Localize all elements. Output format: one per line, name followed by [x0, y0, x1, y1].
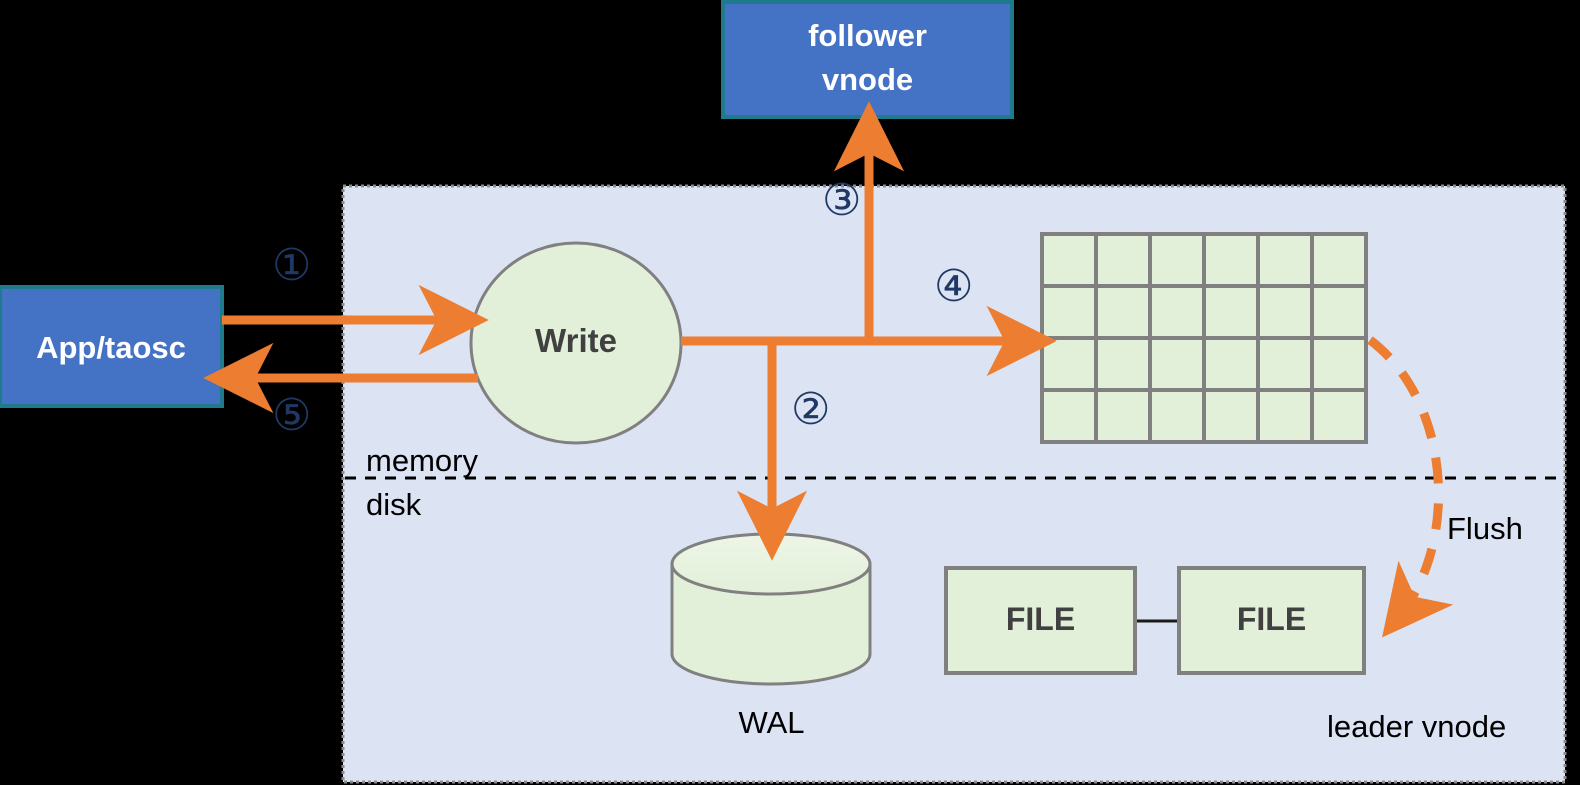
step-number-5: ⑤ [272, 391, 312, 440]
wal-cylinder [670, 532, 872, 686]
step-number-2: ② [791, 385, 831, 434]
wal-caption: WAL [738, 705, 805, 740]
file-right-label: FILE [1236, 601, 1307, 637]
file-left-box[interactable] [944, 566, 1137, 675]
disk-label: disk [366, 487, 422, 522]
arrow-flush [1367, 336, 1454, 638]
memory-label: memory [366, 443, 478, 478]
write-node-label: Write [535, 322, 617, 359]
app-taosc-box[interactable] [0, 285, 224, 408]
file-left-label: FILE [1005, 601, 1076, 637]
follower-vnode-label-line1: follower [808, 18, 927, 53]
step-number-3: ③ [822, 176, 862, 225]
step-number-1: ① [272, 241, 312, 290]
file-right-box[interactable] [1177, 566, 1366, 675]
step-number-4: ④ [934, 262, 974, 311]
memtable-grid [1040, 232, 1368, 444]
app-taosc-label: App/taosc [36, 330, 186, 365]
leader-vnode-label: leader vnode [1327, 709, 1507, 744]
follower-vnode-label-line2: vnode [821, 62, 914, 97]
flush-label: Flush [1447, 511, 1523, 546]
